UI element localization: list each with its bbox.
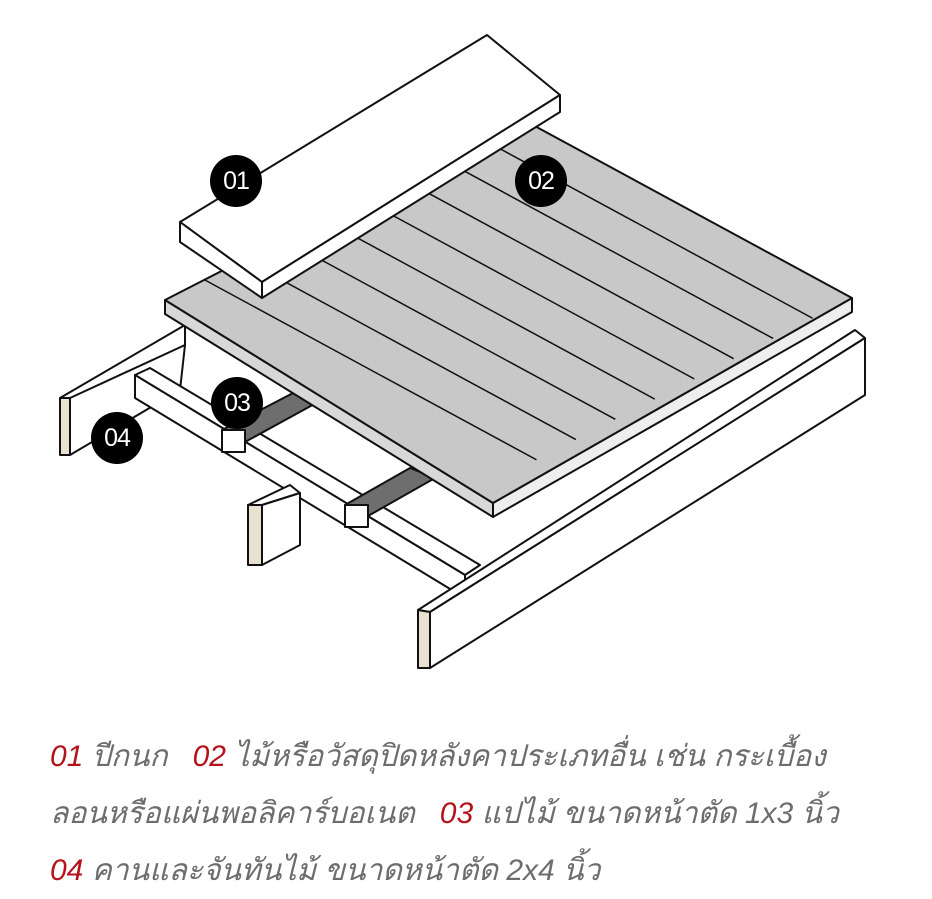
beam-front: [417, 329, 866, 669]
roof-illustration: [59, 34, 866, 669]
purlin-1: [221, 391, 319, 453]
plank-seam: [243, 258, 577, 441]
caption-text-02b: ลอนหรือแผ่นพอลิคาร์บอเนต: [50, 797, 415, 830]
caption-text-01: ปีกนก: [91, 740, 168, 773]
caption-num-03: 03: [439, 797, 474, 830]
plank-seam: [322, 218, 656, 400]
caption-num-01: 01: [50, 740, 84, 773]
purlin-2: [344, 467, 436, 528]
label-badge-02: 02: [515, 155, 567, 207]
caption: 01 ปีกนก 02 ไม้หรือวัสดุปิดหลังคาประเภทอ…: [50, 728, 910, 899]
plank-seam: [204, 279, 537, 461]
post: [247, 484, 301, 566]
plank-seam: [401, 178, 735, 360]
label-badge-04: 04: [91, 412, 143, 464]
roof-edge-board: [179, 34, 561, 299]
label-badge-01: 01: [210, 155, 262, 207]
plank-seam: [361, 198, 695, 380]
caption-num-04: 04: [50, 854, 84, 887]
caption-num-02: 02: [192, 740, 226, 773]
plank-seam: [440, 157, 774, 340]
caption-text-02a: ไม้หรือวัสดุปิดหลังคาประเภทอื่น เช่น กระ…: [234, 740, 826, 773]
plank-seam: [282, 238, 616, 420]
caption-text-03: แปไม้ ขนาดหน้าตัด 1x3 นิ้ว: [481, 797, 839, 830]
label-badge-03: 03: [211, 377, 263, 429]
caption-text-04: คานและจันทันไม้ ขนาดหน้าตัด 2x4 นิ้ว: [91, 854, 601, 887]
